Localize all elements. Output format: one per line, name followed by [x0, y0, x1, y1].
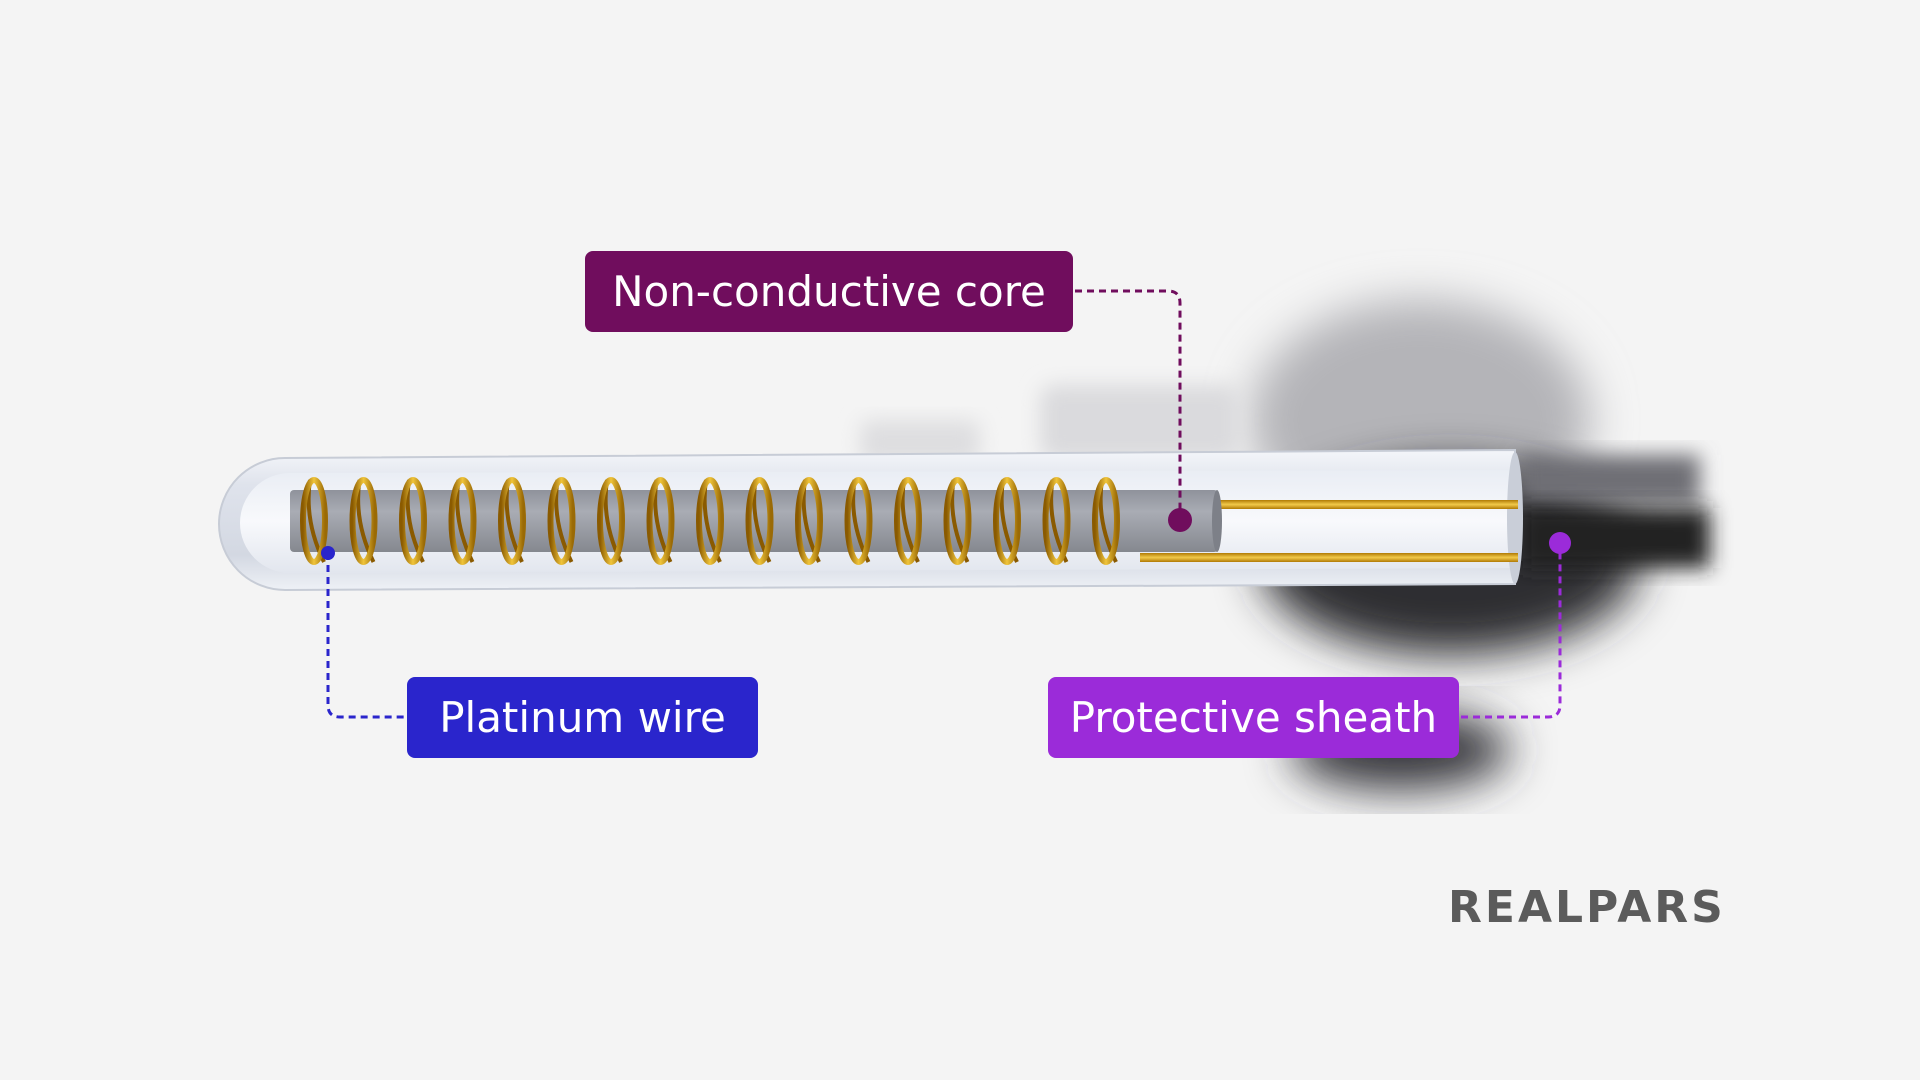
- core-end-face: [1212, 490, 1222, 552]
- coil-turn: [1042, 477, 1071, 565]
- lead-wires: [1140, 500, 1518, 562]
- core-anchor-dot: [1168, 508, 1192, 532]
- protective-sheath-label: Protective sheath: [1048, 677, 1459, 758]
- realpars-logo: REALPARS: [1448, 882, 1726, 933]
- coil-turn: [498, 477, 526, 565]
- coil-turn: [448, 477, 477, 565]
- coil-turn: [795, 477, 823, 565]
- core-leader-line: [1075, 289, 1182, 516]
- coil-turn: [349, 477, 378, 565]
- non-conductive-core-label: Non-conductive core: [585, 251, 1073, 332]
- platinum-wire-coil: [300, 477, 1120, 565]
- wire-leader-line: [326, 553, 407, 719]
- coil-turn: [943, 477, 972, 565]
- coil-turn: [745, 477, 774, 565]
- coil-turn: [597, 477, 625, 565]
- leader-lines: [326, 289, 1562, 719]
- coil-turn: [844, 477, 873, 565]
- coil-turn: [399, 477, 427, 565]
- platinum-wire-label: Platinum wire: [407, 677, 758, 758]
- coil-turn: [646, 477, 675, 565]
- coil-turn: [300, 477, 328, 565]
- coil-turn: [894, 477, 922, 565]
- coil-turn: [696, 477, 724, 565]
- coil-turn: [1092, 477, 1120, 565]
- coil-turn: [993, 477, 1021, 565]
- sheath-leader-line: [1461, 548, 1562, 719]
- coil-turn: [547, 477, 576, 565]
- wire-anchor-dot: [321, 546, 335, 560]
- sheath-anchor-dot: [1549, 532, 1571, 554]
- sheath-open-end: [1507, 452, 1523, 584]
